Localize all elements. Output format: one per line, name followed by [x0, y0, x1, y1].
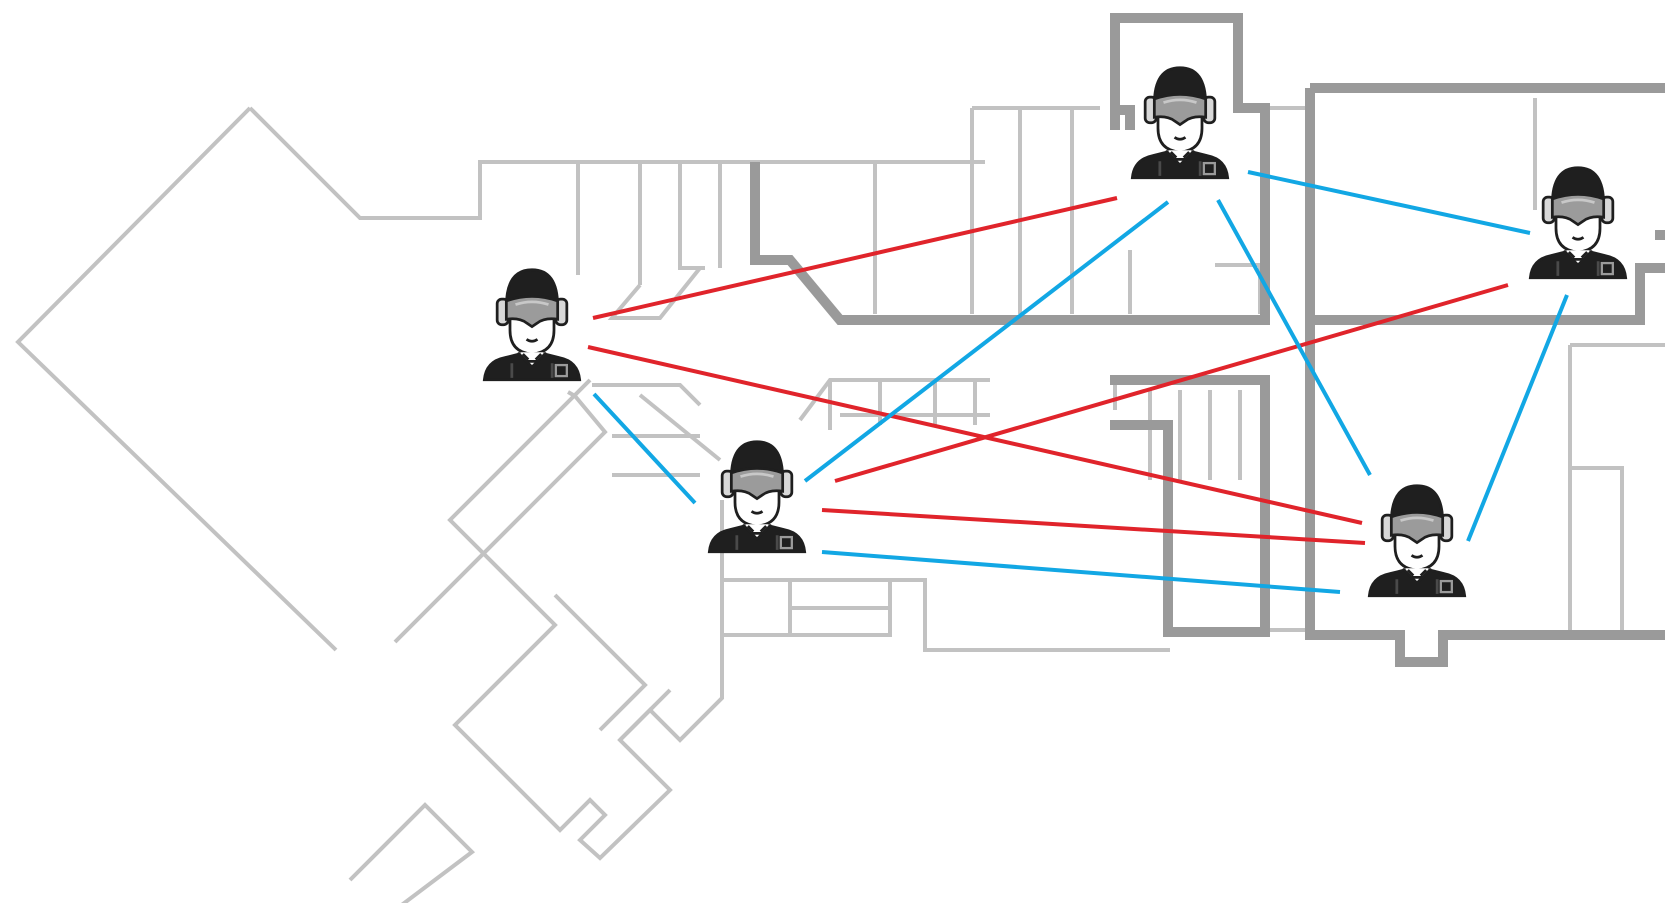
operators-layer [482, 66, 1628, 598]
link-blue-op-b-op-c [803, 200, 1170, 483]
link-blue-op-c-op-d [1247, 170, 1531, 235]
link-red-op-b-op-d [834, 283, 1509, 483]
operator-links [587, 170, 1569, 594]
soldier-icon [1130, 66, 1230, 180]
soldier-icon [707, 440, 807, 554]
link-red-op-a-op-c [592, 196, 1118, 320]
link-blue-op-b-op-e [821, 550, 1341, 594]
link-red-op-b-op-e [821, 508, 1366, 545]
link-red-op-a-op-e [587, 345, 1363, 525]
link-blue-op-c-op-e [1216, 199, 1372, 476]
soldier-icon [1367, 484, 1467, 598]
link-blue-op-a-op-b [592, 392, 697, 505]
operator-op-b[interactable] [707, 440, 807, 554]
soldier-icon [482, 268, 582, 382]
soldier-icon [1528, 166, 1628, 280]
operator-op-e[interactable] [1367, 484, 1467, 598]
link-blue-op-d-op-e [1466, 294, 1569, 542]
floor-plan-light-walls [15, 98, 1665, 903]
operator-op-a[interactable] [482, 268, 582, 382]
operator-op-c[interactable] [1130, 66, 1230, 180]
floor-plan-dark-walls [750, 13, 1665, 667]
operator-op-d[interactable] [1528, 166, 1628, 280]
